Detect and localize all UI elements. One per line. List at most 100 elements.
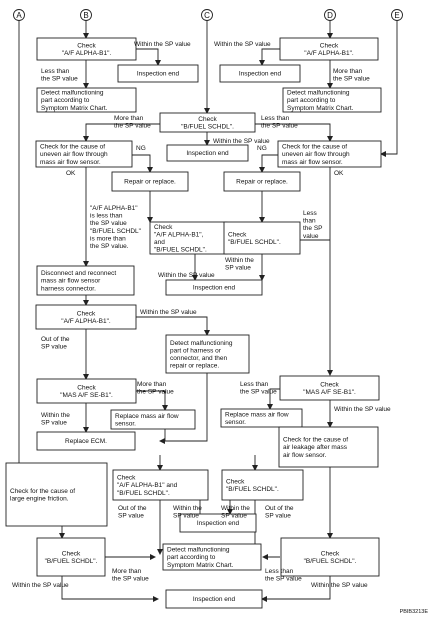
boxes-chk7-line-0: Check <box>226 478 245 485</box>
box-c1-frame <box>159 112 256 133</box>
box-c2: Inspection end <box>166 144 249 162</box>
labels-more_bl-line-1: the SP value <box>112 576 149 583</box>
boxes-b3-line-1: part according to <box>41 97 90 104</box>
box-rep1-frame <box>111 171 189 192</box>
boxes-fric-line-1: large engine friction. <box>10 496 69 503</box>
boxes-chk3-line-3: "B/FUEL SCHDL". <box>154 247 207 254</box>
box-chk6: Check"A/F ALPHA-B1" and"B/FUEL SCHDL". <box>112 469 209 501</box>
boxes-rmaf1-line-0: Replace mass air flow <box>115 413 179 420</box>
boxes-mas1-line-0: Check <box>77 384 96 391</box>
boxes-l1-line-2: mass air flow sensor. <box>40 159 101 166</box>
box-ie3: Inspection end <box>165 279 263 296</box>
boxes-b3-line-2: Symptom Matrix Chart. <box>41 105 108 112</box>
box-d1-frame <box>279 37 379 61</box>
box-leak-frame <box>278 426 379 468</box>
box-chk5-frame <box>35 304 137 330</box>
box-mas2-frame <box>279 375 380 401</box>
box-b1: Check"A/F ALPHA-B1". <box>36 37 137 61</box>
boxes-rep2-line-0: Repair or replace. <box>236 179 288 186</box>
labels-less_chk4-line-2: the SP <box>303 225 323 232</box>
boxes-r1-line-0: Check for the cause of <box>282 144 347 151</box>
boxes-mas1-line-1: "MAS A/F SE-B1". <box>60 392 113 399</box>
labels-within_b1-line-0: Within the SP value <box>134 41 191 48</box>
labels-within_chk4-line-0: Within the <box>225 257 254 264</box>
boxes-harn-line-1: part of harness or <box>170 347 222 354</box>
labels-cond_mid-line-0: "A/F ALPHA-B1" <box>90 205 138 212</box>
boxes-l1-line-0: Check for the cause of <box>40 144 105 151</box>
box-d2-frame <box>219 64 301 83</box>
labels-less_c1-line-0: Less than <box>261 115 290 122</box>
svg-text:D: D <box>327 11 333 20</box>
boxes-chk5-line-1: "A/F ALPHA-B1". <box>61 318 111 325</box>
box-b2-frame <box>117 64 199 83</box>
box-rmaf1-frame <box>110 409 196 430</box>
boxes-ie5-line-0: Inspection end <box>193 596 236 603</box>
boxes-r1-line-2: mass air flow sensor. <box>282 159 343 166</box>
labels-within_d1-line-0: Within the SP value <box>214 41 271 48</box>
labels-ng_r-line-0: NG <box>257 145 267 152</box>
labels-more_c1-line-0: More than <box>114 115 144 122</box>
boxes-ie4-line-0: Inspection end <box>197 520 240 527</box>
connector-d: D <box>324 9 336 21</box>
box-mas1: Check"MAS A/F SE-B1". <box>36 378 137 404</box>
boxes-c1-line-0: Check <box>198 116 217 123</box>
box-chk6-frame <box>112 469 209 501</box>
box-mas1-frame <box>36 378 137 404</box>
boxes-disc-line-0: Disconnect and reconnect <box>41 270 116 277</box>
svg-text:B: B <box>83 11 88 20</box>
labels-more_c1-line-1: the SP value <box>114 123 151 130</box>
box-d1: Check"A/F ALPHA-B1". <box>279 37 379 61</box>
reference-code: PBIB3213E <box>400 609 429 615</box>
boxes-chk4-line-0: Check <box>228 231 247 238</box>
labels-less_b1-line-1: the SP value <box>41 76 78 83</box>
labels-within_br-line-0: Within the SP value <box>311 582 368 589</box>
connector-a: A <box>13 9 25 21</box>
boxes-b1-line-0: Check <box>77 42 96 49</box>
labels-cond_mid-line-4: is more than <box>90 235 126 242</box>
boxes-leak-line-2: air flow sensor. <box>283 452 327 459</box>
box-chk4-frame <box>223 221 301 255</box>
boxes-harn-line-2: connector, and then <box>170 355 227 362</box>
boxes-chk6-line-0: Check <box>117 475 136 482</box>
box-ie5: Inspection end <box>165 589 263 609</box>
boxes-c1-line-1: "B/FUEL SCHDL". <box>181 124 234 131</box>
box-d3-frame <box>282 87 382 113</box>
box-recm-frame <box>36 431 136 451</box>
labels-more_d1-line-1: the SP value <box>333 76 370 83</box>
connector-e: E <box>391 9 403 21</box>
svg-text:A: A <box>16 11 22 20</box>
boxes-fric-line-0: Check for the cause of <box>10 488 75 495</box>
labels-less_c1-line-1: the SP value <box>261 123 298 130</box>
boxes-br-line-0: Check <box>321 550 340 557</box>
boxes-b1-line-1: "A/F ALPHA-B1". <box>62 50 112 57</box>
label-within_d1: Within the SP value <box>214 41 271 48</box>
labels-out_chk7-line-1: SP value <box>265 513 291 520</box>
labels-less_chk4-line-0: Less <box>303 210 317 217</box>
label-within_b1: Within the SP value <box>134 41 191 48</box>
box-l1-frame <box>35 140 133 168</box>
box-rep2: Repair or replace. <box>223 171 301 192</box>
labels-cond_mid-line-2: the SP value <box>90 220 127 227</box>
boxes-d1-line-1: "A/F ALPHA-B1". <box>304 50 354 57</box>
boxes-leak-line-0: Check for the cause of <box>283 437 348 444</box>
flow-lines <box>16 21 398 602</box>
boxes-chk3-line-0: Check <box>154 224 173 231</box>
label-ok_r: OK <box>334 170 344 177</box>
boxes-chk3-line-2: and <box>154 239 165 246</box>
labels-more_bl-line-0: More than <box>112 568 142 575</box>
labels-within_mas1-line-1: SP value <box>41 420 67 427</box>
labels-within_chk5-line-0: Within the SP value <box>140 309 197 316</box>
labels-out_chk6-line-0: Out of the <box>118 505 147 512</box>
